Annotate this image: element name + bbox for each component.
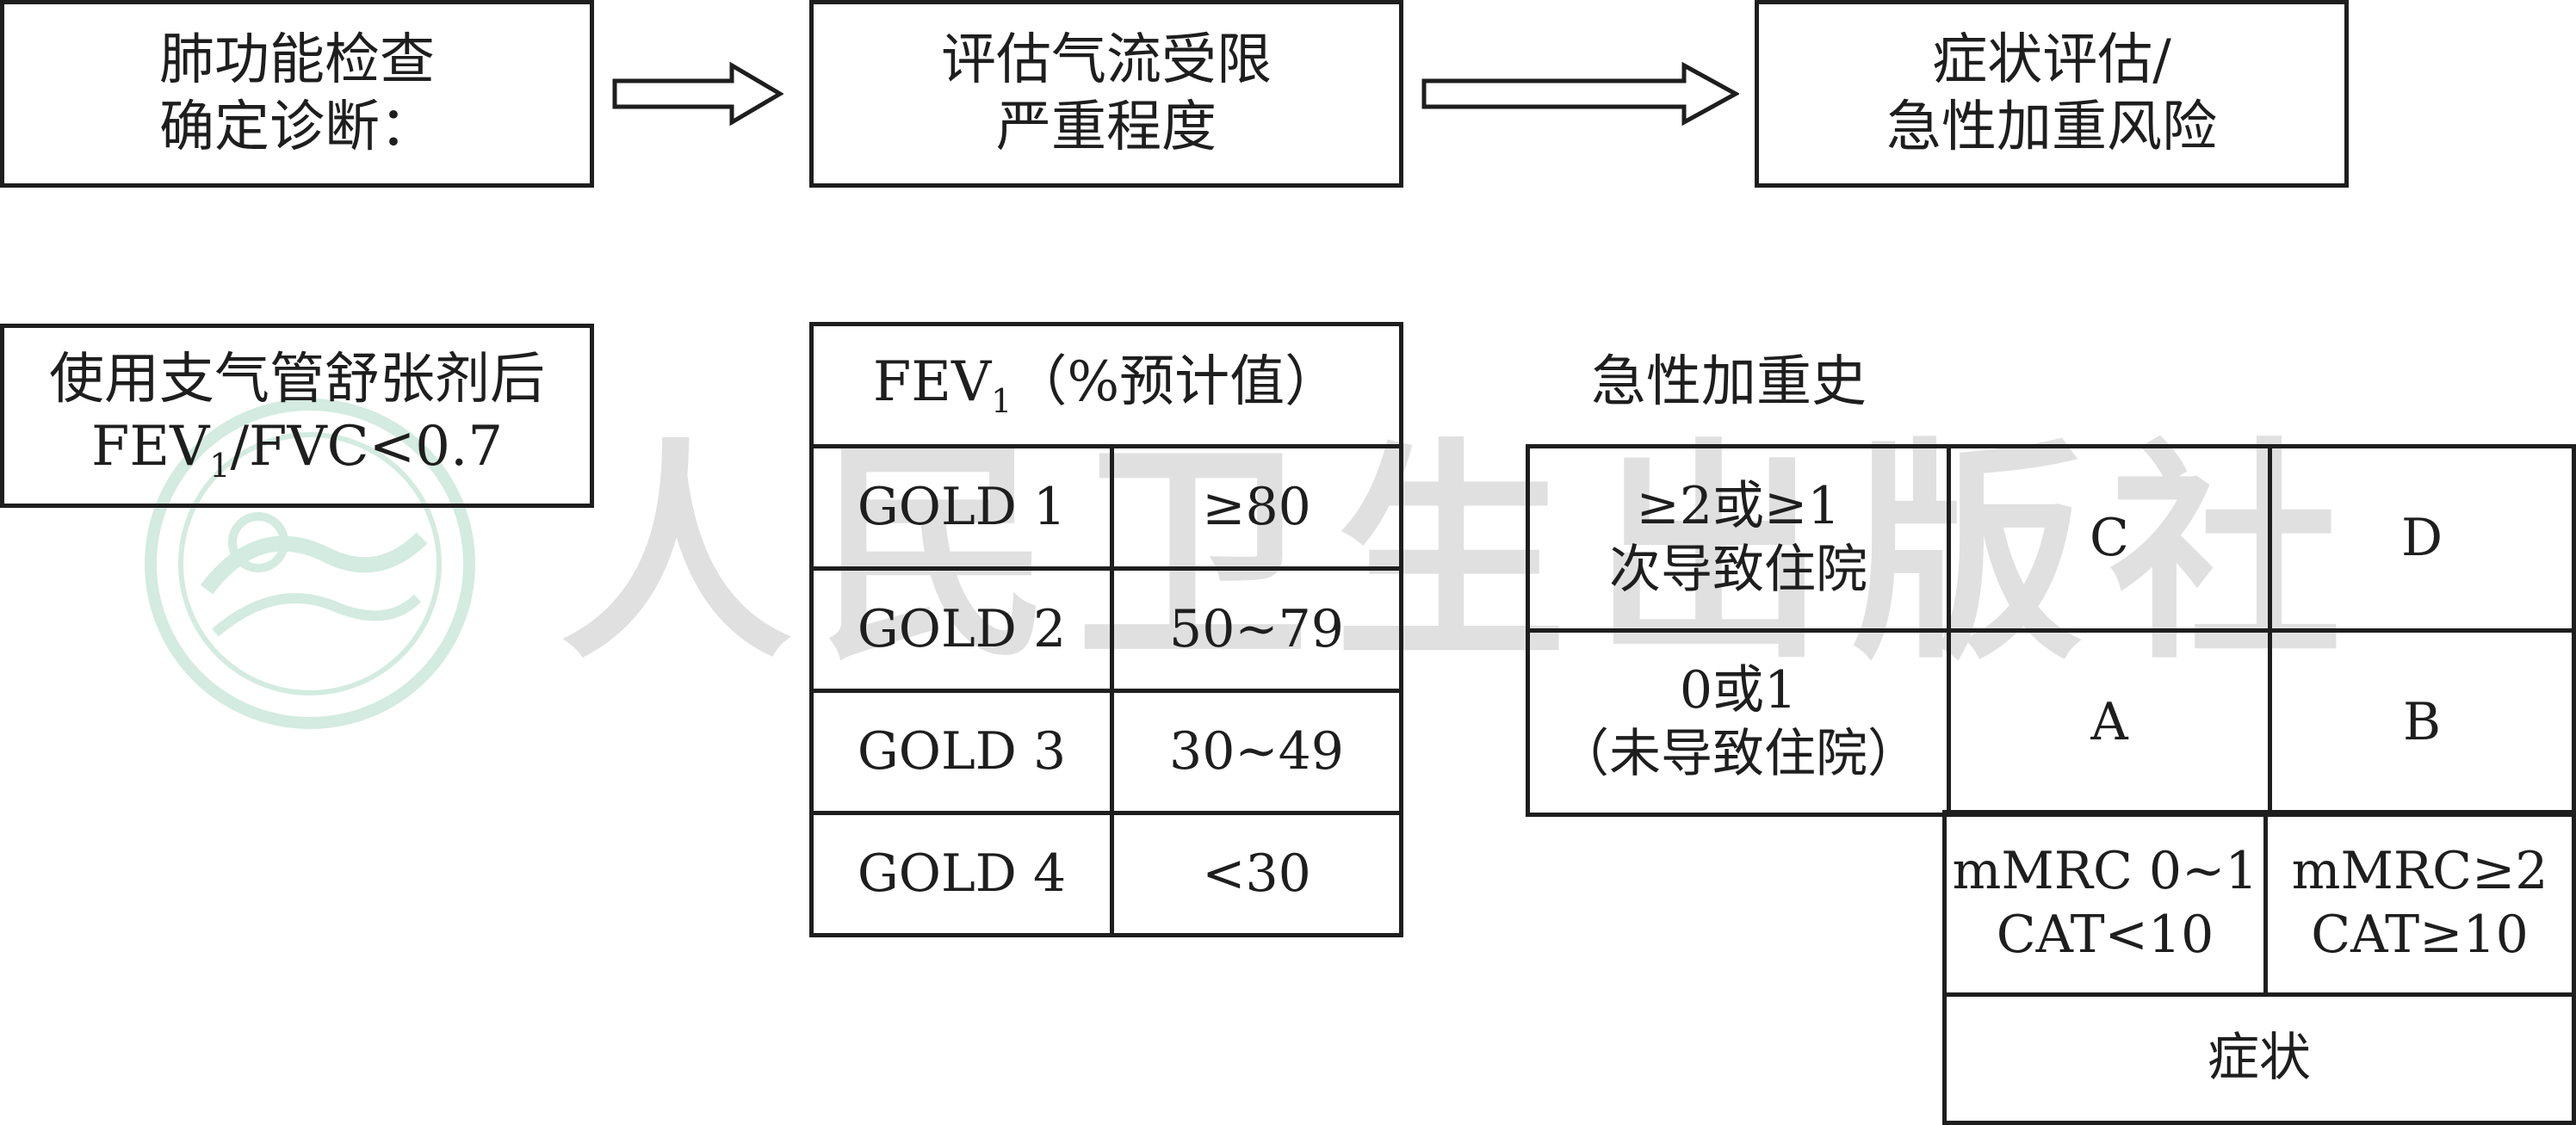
gold-value-cell: <30 [1110,811,1403,937]
gold-table-header: FEV1（%预计值） [809,322,1403,448]
group-d-cell: D [2268,444,2576,633]
symptom-footer-label: 症状 [1942,992,2576,1125]
gold-grade-cell: GOLD 2 [809,566,1114,693]
flow-box-severity-line2: 严重程度 [996,96,1217,159]
flow-box-spirometry-line1: 肺功能检查 [159,28,435,92]
diagnosis-line1: 使用支气管舒张剂后 [49,347,545,411]
group-c-cell: C [1947,444,2272,633]
gold-value-cell: 30~49 [1110,689,1403,815]
gold-severity-table: FEV1（%预计值） GOLD 1 ≥80 GOLD 2 50~79 GOLD … [809,322,1403,937]
diagnosis-criterion-box: 使用支气管舒张剂后 FEV1/FVC<0.7 [0,324,594,508]
symptom-columns-row: mMRC 0~1 CAT<10 mMRC≥2 CAT≥10 [1942,810,2576,997]
flow-arrow-2-icon [1421,62,1739,126]
abcd-grid: ≥2或≥1 次导致住院 C D 0或1 （未导致住院） A B [1526,444,2576,817]
group-a-cell: A [1947,628,2272,817]
group-b-cell: B [2268,628,2576,817]
gold-grade-cell: GOLD 3 [809,689,1114,815]
abcd-row-low-risk: 0或1 （未导致住院） A B [1526,628,2576,817]
gold-grade-cell: GOLD 1 [809,444,1114,571]
risk-label-low: 0或1 （未导致住院） [1526,628,1951,817]
table-row: GOLD 4 <30 [809,811,1403,937]
flow-box-symptoms-line2: 急性加重风险 [1886,96,2217,159]
table-row: GOLD 2 50~79 [809,566,1403,693]
gold-value-cell: ≥80 [1110,444,1403,571]
flow-box-spirometry: 肺功能检查 确定诊断： [0,0,594,188]
symptom-footer-row: 症状 [1942,992,2576,1125]
gold-value-cell: 50~79 [1110,566,1403,693]
symptom-high-cell: mMRC≥2 CAT≥10 [2263,810,2576,997]
table-row: GOLD 1 ≥80 [809,444,1403,571]
abcd-row-high-risk: ≥2或≥1 次导致住院 C D [1526,444,2576,633]
flow-box-symptoms: 症状评估/ 急性加重风险 [1755,0,2349,188]
flow-box-severity: 评估气流受限 严重程度 [809,0,1403,188]
symptom-low-cell: mMRC 0~1 CAT<10 [1942,810,2268,997]
flow-box-symptoms-line1: 症状评估/ [1932,28,2171,92]
risk-label-high: ≥2或≥1 次导致住院 [1526,444,1951,633]
gold-table-header-row: FEV1（%预计值） [809,322,1403,448]
exacerbation-history-title: 急性加重史 [1591,350,1867,414]
diagnosis-ratio: FEV1/FVC<0.7 [90,414,504,485]
table-row: GOLD 3 30~49 [809,689,1403,815]
flow-box-spirometry-line2: 确定诊断： [159,96,435,159]
symptom-axis-table: mMRC 0~1 CAT<10 mMRC≥2 CAT≥10 症状 [1942,810,2576,1125]
flow-box-severity-line1: 评估气流受限 [941,28,1272,92]
flow-arrow-1-icon [611,62,783,126]
gold-grade-cell: GOLD 4 [809,811,1114,937]
